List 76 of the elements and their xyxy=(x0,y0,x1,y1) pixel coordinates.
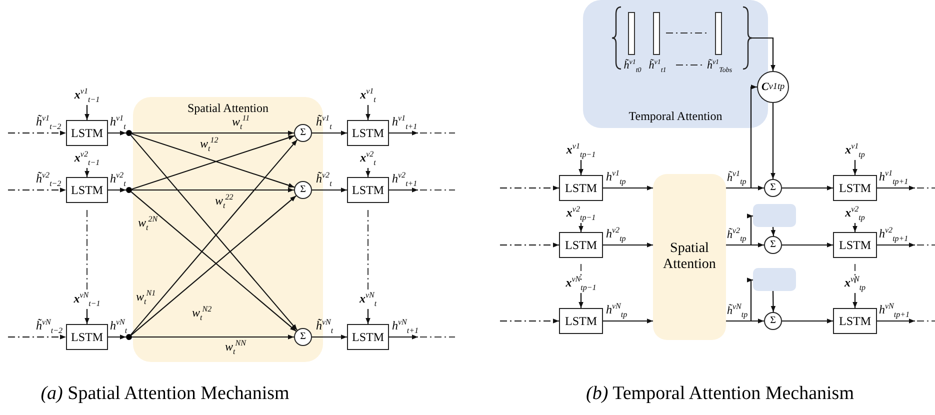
arrow xyxy=(84,309,90,324)
arrow xyxy=(877,186,915,190)
lstm-cell: LSTM xyxy=(66,120,108,146)
attention-panel xyxy=(133,97,323,362)
arrow xyxy=(578,223,584,232)
arrow xyxy=(8,130,66,136)
lstm-cell: LSTM xyxy=(559,308,603,334)
arrow xyxy=(500,242,559,248)
arrow xyxy=(852,160,858,175)
arrow xyxy=(84,168,90,177)
lstm-cell: LSTM xyxy=(833,232,877,258)
summation-node: Σ xyxy=(764,312,782,330)
arrow xyxy=(366,309,370,324)
arrow xyxy=(782,242,833,248)
arrow xyxy=(726,242,764,248)
arrow xyxy=(500,318,559,324)
arrow xyxy=(877,242,915,248)
arrow xyxy=(8,334,66,340)
arrow xyxy=(132,130,294,136)
arrow xyxy=(726,186,764,190)
attention-panel xyxy=(583,0,768,128)
arrow xyxy=(752,37,776,71)
lstm-cell: LSTM xyxy=(347,177,389,203)
summation-node: Σ xyxy=(294,181,312,199)
figure-caption: (b) Temporal Attention Mechanism xyxy=(586,383,854,405)
arrow xyxy=(782,186,833,190)
junction-dot xyxy=(126,187,132,193)
arrow xyxy=(8,188,66,192)
arrow xyxy=(852,223,858,232)
arrow xyxy=(312,334,347,340)
summation-node: Σ xyxy=(764,179,782,197)
lstm-cell: LSTM xyxy=(833,175,877,201)
arrow xyxy=(389,188,418,192)
lstm-cell: LSTM xyxy=(833,308,877,334)
figure-caption: (a) Spatial Attention Mechanism xyxy=(40,383,290,405)
arrow xyxy=(312,130,347,136)
arrow xyxy=(500,186,559,190)
arrow xyxy=(877,318,915,324)
attention-block xyxy=(753,204,796,227)
arrow xyxy=(852,293,858,308)
summation-node: Σ xyxy=(294,328,312,346)
panel-title: Temporal Attention xyxy=(628,109,722,124)
arrow xyxy=(366,105,370,120)
lstm-cell: LSTM xyxy=(347,120,389,146)
lstm-cell: LSTM xyxy=(66,177,108,203)
attention-block xyxy=(753,268,796,291)
junction-dot xyxy=(126,130,132,136)
lstm-cell: LSTM xyxy=(66,324,108,350)
arrow xyxy=(603,186,653,190)
arrow xyxy=(782,318,833,324)
arrow xyxy=(770,291,776,312)
arrow xyxy=(770,226,776,236)
lstm-cell: LSTM xyxy=(559,175,603,201)
arrow xyxy=(132,334,294,340)
summation-node: Σ xyxy=(764,236,782,254)
arrow xyxy=(108,130,126,136)
arrow xyxy=(84,105,90,120)
arrow xyxy=(366,168,370,177)
arrow xyxy=(108,188,126,192)
arrow xyxy=(312,188,347,192)
arrow xyxy=(132,188,294,192)
lstm-cell: LSTM xyxy=(347,324,389,350)
arrow xyxy=(603,242,653,248)
arrow xyxy=(578,293,584,308)
arrow xyxy=(726,318,764,324)
lstm-cell: LSTM xyxy=(559,232,603,258)
arrow xyxy=(603,318,653,324)
attention-panel: Spatial Attention xyxy=(653,174,726,340)
arrow xyxy=(389,130,418,136)
arrow xyxy=(578,160,584,175)
junction-dot xyxy=(126,334,132,340)
arrow xyxy=(108,334,126,340)
summation-node: Σ xyxy=(294,124,312,142)
arrow xyxy=(770,103,776,179)
panel-title: Spatial Attention xyxy=(188,101,268,115)
arrow xyxy=(389,334,418,340)
